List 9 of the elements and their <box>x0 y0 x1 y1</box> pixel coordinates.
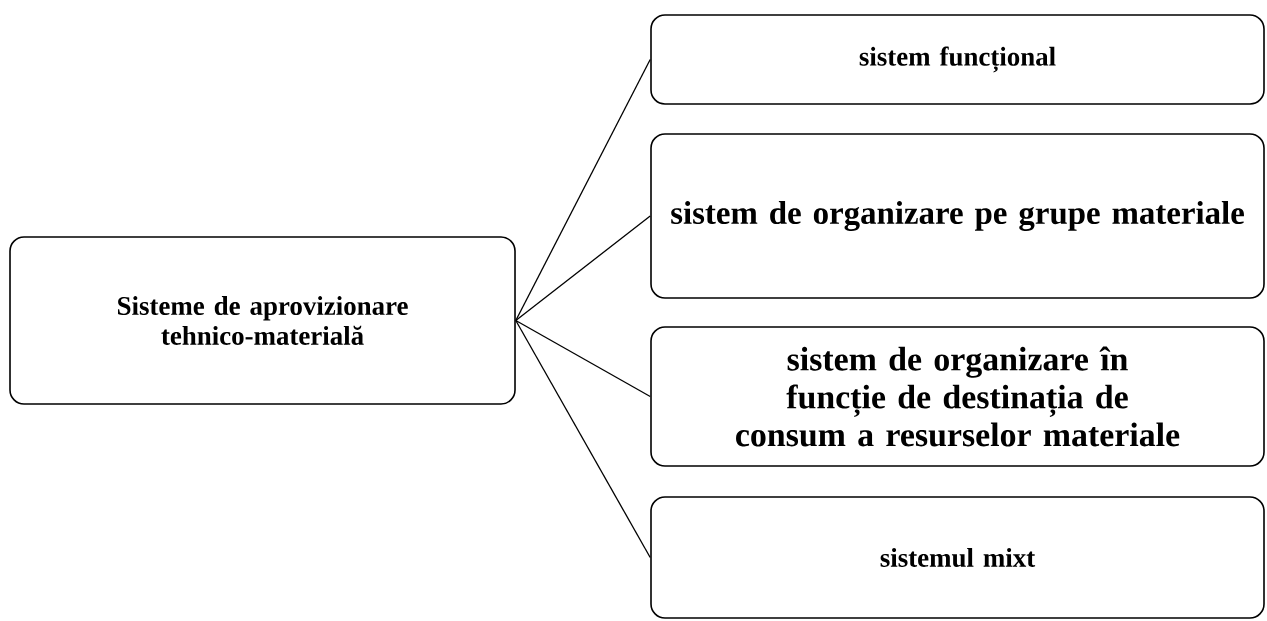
text-box: sistemul mixt <box>650 496 1265 619</box>
text-box: sistem de organizare pe grupe materiale <box>650 133 1265 299</box>
connector-line <box>515 319 651 398</box>
connector-line <box>515 319 651 559</box>
text-box: sistem de organizare în funcție de destinația de consum a resurselor materiale <box>650 326 1265 467</box>
text-box: Sisteme de aprovizionare tehnico-materială <box>9 236 516 405</box>
connector-line <box>515 58 651 322</box>
text-box: sistem funcțional <box>650 14 1265 105</box>
connector-line <box>515 215 651 322</box>
